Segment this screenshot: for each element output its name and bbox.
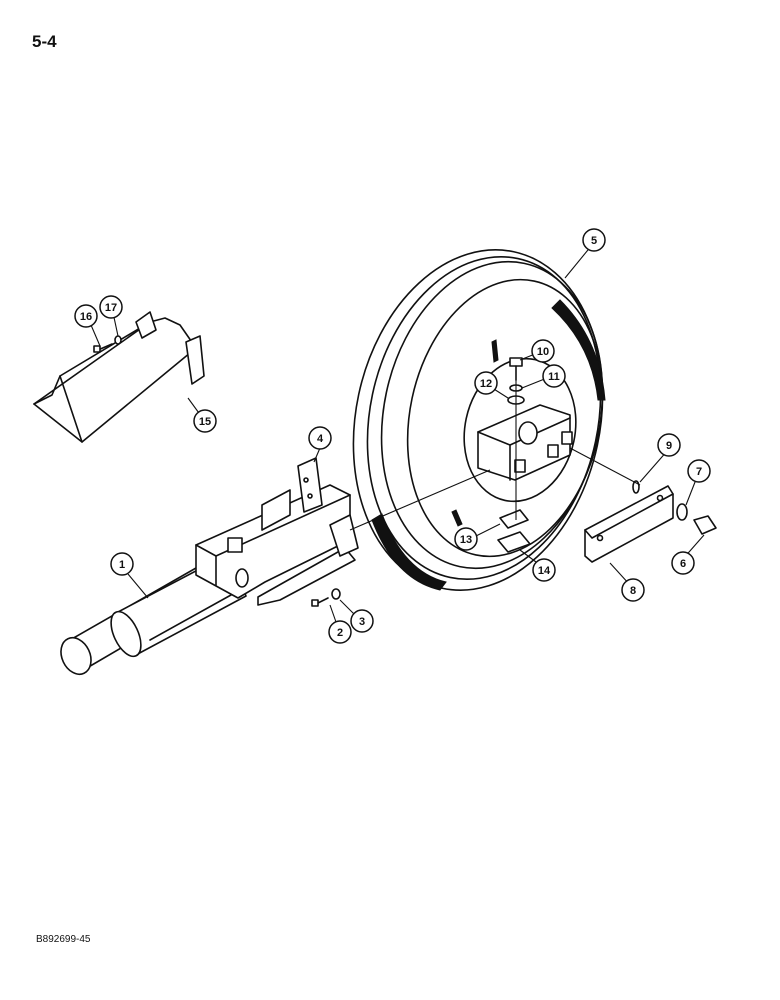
callout-3: 3	[350, 609, 374, 633]
callout-5: 5	[582, 228, 606, 252]
callout-17-label: 17	[105, 302, 117, 314]
callout-6-label: 6	[680, 558, 686, 570]
callout-8: 8	[621, 578, 645, 602]
page-number: 5-4	[32, 32, 57, 51]
callout-11-label: 11	[548, 371, 560, 383]
callout-14: 14	[532, 558, 556, 582]
callout-12-label: 12	[480, 378, 492, 390]
callout-9: 9	[657, 433, 681, 457]
fasteners	[93, 335, 717, 607]
callout-7-label: 7	[696, 466, 702, 478]
callout-2-label: 2	[337, 627, 343, 639]
callout-5-label: 5	[591, 235, 597, 247]
callout-3-label: 3	[359, 616, 365, 628]
callout-15-label: 15	[199, 416, 211, 428]
guard	[33, 311, 205, 443]
idler-wheel	[352, 249, 606, 591]
callout-12: 12	[474, 371, 498, 395]
callout-11: 11	[542, 364, 566, 388]
callout-6: 6	[671, 551, 695, 575]
callout-17: 17	[99, 295, 123, 319]
callout-7: 7	[687, 459, 711, 483]
callout-15: 15	[193, 409, 217, 433]
callout-1-label: 1	[119, 559, 125, 571]
callout-13: 13	[454, 527, 478, 551]
drawing-code: B892699-45	[36, 934, 91, 945]
callout-1: 1	[110, 552, 134, 576]
callout-4: 4	[308, 426, 332, 450]
callout-13-label: 13	[460, 534, 472, 546]
callout-2: 2	[328, 620, 352, 644]
callout-10: 10	[531, 339, 555, 363]
callout-16-label: 16	[80, 311, 92, 323]
callout-4-label: 4	[317, 433, 324, 445]
callout-16: 16	[74, 304, 98, 328]
callout-10-label: 10	[537, 346, 549, 358]
callout-14-label: 14	[538, 565, 551, 577]
recoil-cylinder	[60, 484, 359, 676]
callout-9-label: 9	[666, 440, 672, 452]
callout-8-label: 8	[630, 585, 636, 597]
